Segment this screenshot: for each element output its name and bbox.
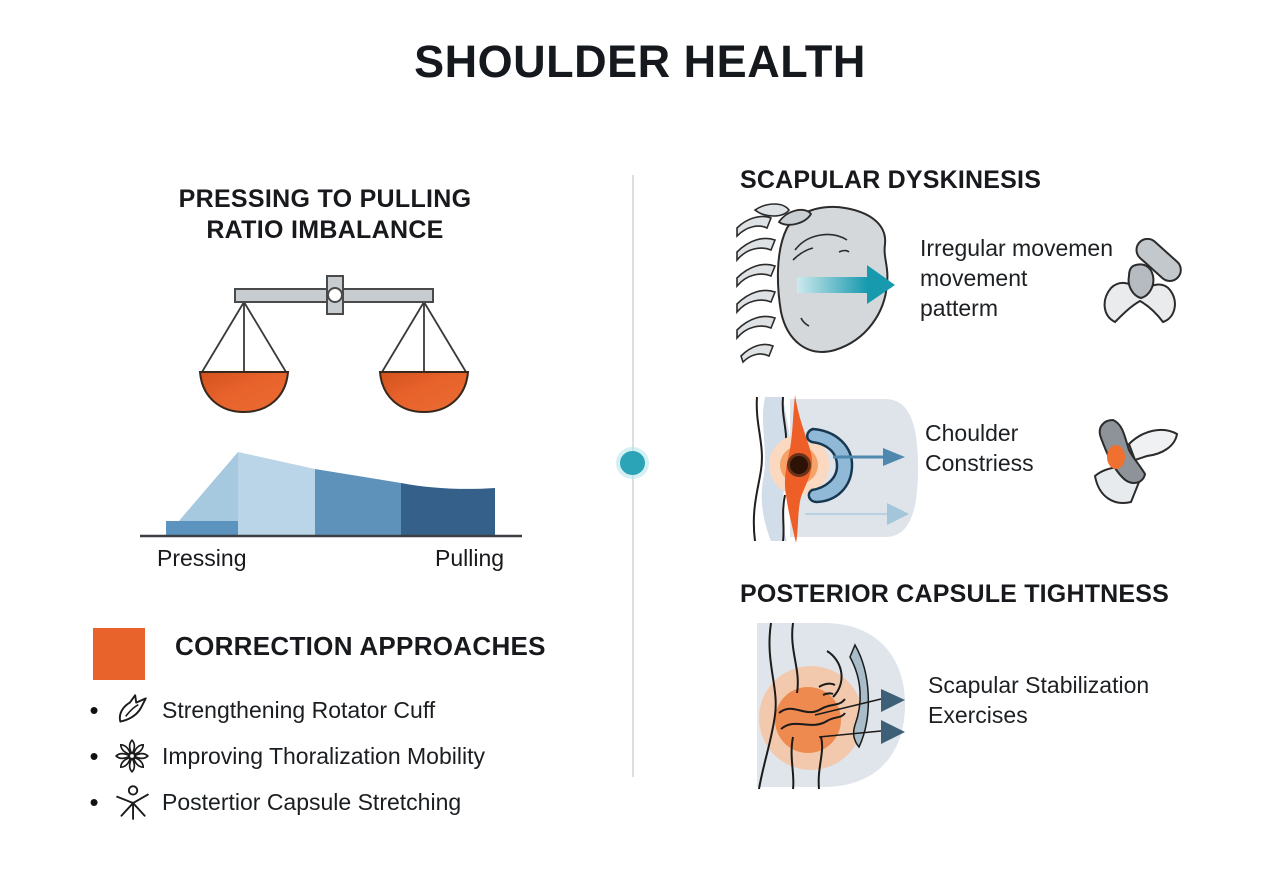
pointer-arrow-icon: [818, 720, 905, 744]
caption-line: Choulder: [925, 420, 1019, 446]
scapular-dyskinesis-heading: SCAPULAR DYSKINESIS: [740, 166, 1042, 194]
scale-strings-left: [201, 301, 287, 373]
center-divider-line: [632, 175, 634, 777]
shoulder-bone-strain-icon: [1093, 418, 1179, 504]
list-item-label: Improving Thoralization Mobility: [162, 742, 485, 769]
caption-line: Irregular movemen: [920, 235, 1114, 261]
scapula-dyskinesis-illustration: [736, 203, 895, 364]
correction-heading: CORRECTION APPROACHES: [175, 631, 546, 661]
imbalance-heading-line1: PRESSING TO PULLING: [178, 185, 472, 213]
caption-line: Exercises: [928, 702, 1028, 728]
stretch-figure-icon: [116, 785, 149, 820]
pointer-arrow-light-icon: [805, 503, 909, 525]
list-item-label: Strengthening Rotator Cuff: [162, 696, 436, 723]
bone-outlines: [758, 622, 846, 790]
rotator-cuff-icon: [118, 694, 147, 723]
scapula-detail-lines: [792, 233, 850, 327]
lateral-slide-arrow-icon: [797, 265, 895, 304]
scale-strings-right: [381, 301, 467, 373]
shoulder-caption: Choulder Constriess: [925, 418, 1034, 478]
scale-pan-left: [198, 371, 290, 414]
acromion-shape: [777, 208, 813, 226]
chart-segment-1: [166, 452, 238, 536]
inflammation-core: [790, 456, 808, 474]
list-item: • Postertior Capsule Stretching: [86, 779, 485, 825]
bullet-dot: •: [89, 741, 99, 771]
shoulder-joint-inflammation-illustration: [752, 395, 918, 543]
posterior-caption: Scapular Stabilization Exercises: [928, 670, 1149, 730]
mobility-flower-icon: [114, 738, 150, 774]
list-item-label: Postertior Capsule Stretching: [162, 788, 462, 815]
chart-segment-4: [401, 483, 495, 536]
balance-scale-illustration: [198, 275, 470, 414]
orange-accent-square: [93, 628, 145, 680]
pointer-arrow-icon: [814, 689, 905, 716]
joint-capsule-shape: [806, 427, 854, 504]
chart-label-pressing: Pressing: [157, 545, 247, 571]
imbalance-heading-line2: RATIO IMBALANCE: [206, 215, 444, 244]
pain-spot: [1107, 445, 1125, 469]
caption-line: movement: [920, 265, 1028, 291]
chart-segment-2: [238, 452, 315, 536]
caption-line: patterm: [920, 295, 998, 321]
teal-dot: [620, 451, 645, 475]
imbalance-heading: PRESSING TO PULLING RATIO IMBALANCE: [145, 184, 505, 245]
correction-list: • Strengthening Rotator Cuff •: [86, 687, 485, 825]
caption-line: Constriess: [925, 450, 1034, 476]
chart-segment-3: [315, 469, 401, 536]
caption-line: Scapular Stabilization: [928, 672, 1150, 698]
posterior-capsule-illustration: [757, 622, 905, 790]
scale-pan-right: [378, 371, 470, 414]
page-title: SHOULDER HEALTH: [414, 36, 866, 87]
bullet-dot: •: [89, 787, 99, 817]
posterior-capsule-heading: POSTERIOR CAPSULE TIGHTNESS: [740, 580, 1170, 608]
scapular-caption: Irregular movemen movement patterm: [920, 233, 1113, 323]
chart-baseline-strip: [166, 521, 238, 536]
ribs-shape: [736, 203, 791, 364]
pointer-arrow-icon: [833, 448, 905, 466]
capsule-crescent-shape: [849, 643, 870, 749]
scale-pivot: [327, 287, 343, 303]
humeral-head-bone-icon: [1103, 238, 1182, 324]
list-item: • Improving Thoralization Mobility: [86, 733, 485, 779]
list-item: • Strengthening Rotator Cuff: [86, 687, 485, 733]
pressing-pulling-area-chart: [140, 452, 522, 538]
bullet-dot: •: [89, 695, 99, 725]
chart-label-pulling: Pulling: [435, 545, 505, 571]
